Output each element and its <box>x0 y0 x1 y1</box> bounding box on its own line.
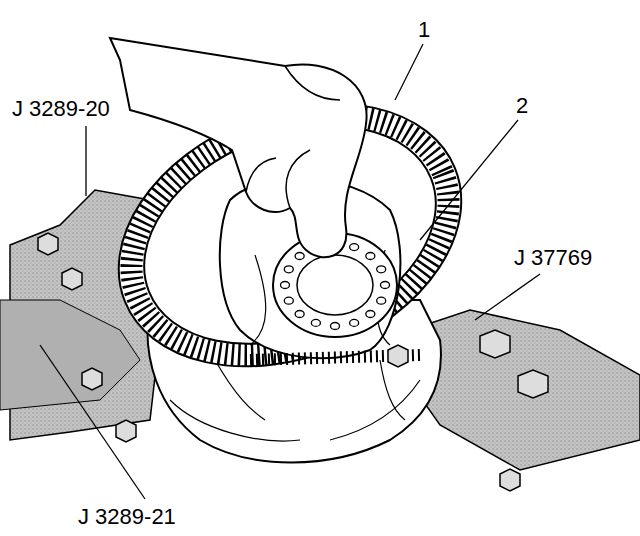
bolt-hole <box>284 266 293 273</box>
bolt-hole <box>295 253 304 260</box>
tool-number: J 3289-21 <box>76 505 178 529</box>
bolt-hole <box>350 244 359 251</box>
bolt-hole <box>295 310 304 317</box>
bolt-hole <box>311 319 320 326</box>
bolt-hole <box>366 253 375 260</box>
bolt-hole <box>281 282 290 289</box>
bolt-hole <box>284 297 293 304</box>
bolt-hole <box>366 310 375 317</box>
bolt-hole <box>377 266 386 273</box>
tool-number: J 37769 <box>512 246 594 270</box>
callout-number: 1 <box>416 18 432 42</box>
bolt-hole <box>377 297 386 304</box>
callout-number: 2 <box>514 94 530 118</box>
bolt-hole <box>331 323 340 330</box>
bolt-hole <box>381 282 390 289</box>
tool-number: J 3289-20 <box>10 97 112 121</box>
bolt-hole <box>350 319 359 326</box>
